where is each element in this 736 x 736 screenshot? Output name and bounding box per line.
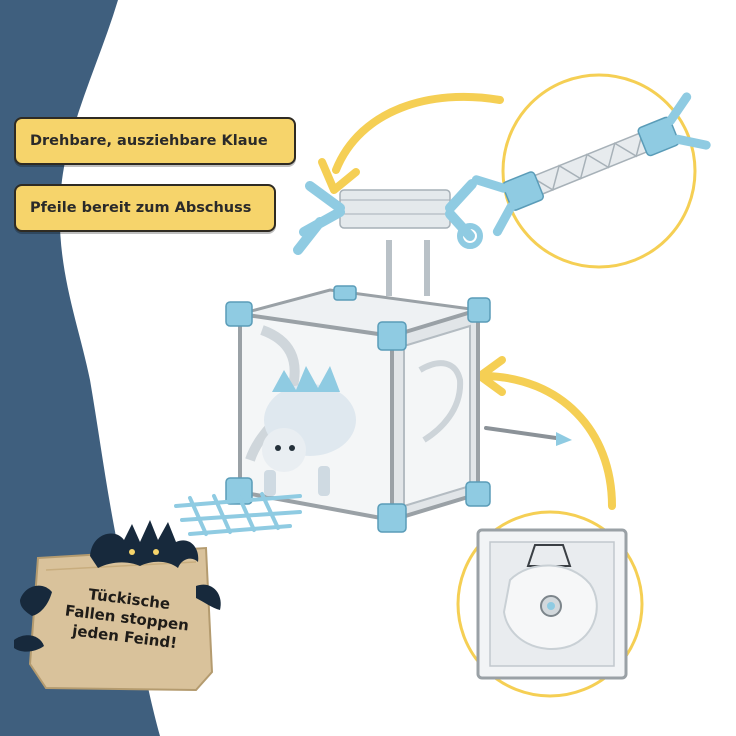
arrow-to-panel <box>476 356 616 510</box>
trap-panel-detail <box>476 528 628 680</box>
ice-beast-figure <box>262 366 356 496</box>
parchment-note-text: Tückische Fallen stoppen jeden Feind! <box>46 559 207 677</box>
arrow-to-claw <box>318 92 504 194</box>
callout-claw: Drehbare, ausziehbare Klaue <box>14 117 296 165</box>
monster-silhouette <box>14 520 221 652</box>
monster-eye-right <box>153 549 159 555</box>
callout-arrows-text: Pfeile bereit zum Abschuss <box>30 200 252 216</box>
extended-claw-illustration <box>471 92 711 237</box>
callout-arrows: Pfeile bereit zum Abschuss <box>14 184 276 232</box>
cube-trap-illustration <box>174 285 572 536</box>
callout-claw-text: Drehbare, ausziehbare Klaue <box>30 133 268 149</box>
monster-eye-left <box>129 549 135 555</box>
claw-on-cube-illustration <box>293 179 483 296</box>
